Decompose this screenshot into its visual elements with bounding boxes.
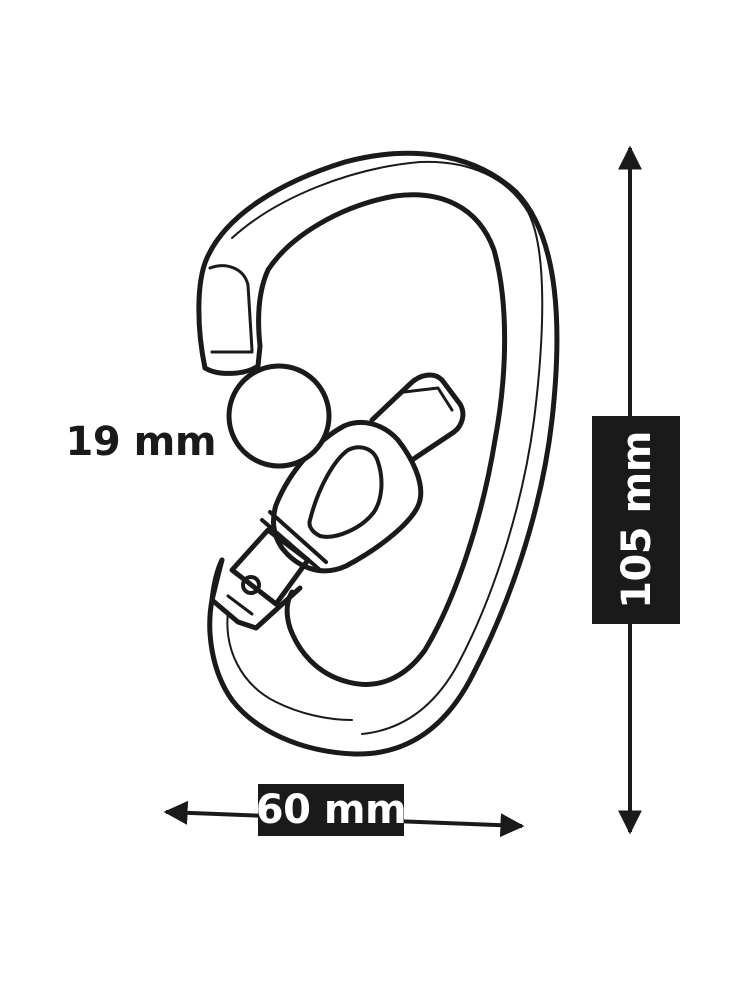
carabiner-outer-body [196, 150, 560, 757]
gate-tip [369, 372, 466, 463]
gate-locking-sleeve [271, 420, 424, 574]
gate-opening-label: 19 mm [66, 419, 216, 465]
gate-tip-edge [402, 386, 454, 412]
gate-hinge-block [209, 557, 303, 631]
width-label: 60 mm [256, 787, 406, 833]
height-label: 105 mm [614, 431, 660, 609]
gate-opening-circle [226, 363, 332, 469]
gate-sleeve-window [307, 445, 384, 539]
gate-hinge-block-inner [226, 594, 254, 616]
carabiner-nose-end [202, 343, 263, 376]
carabiner-spine-highlight [231, 160, 544, 735]
carabiner-inner-body [256, 192, 508, 687]
height-dimension: 105 mm [592, 145, 680, 835]
gate-rivet [241, 575, 261, 595]
width-dimension: 60 mm [163, 784, 525, 838]
carabiner-illustration [196, 150, 560, 757]
height-label-box [592, 416, 680, 624]
width-label-box [258, 784, 404, 836]
carabiner-nose-groove [208, 264, 254, 354]
carabiner-basket-highlight [226, 611, 353, 721]
